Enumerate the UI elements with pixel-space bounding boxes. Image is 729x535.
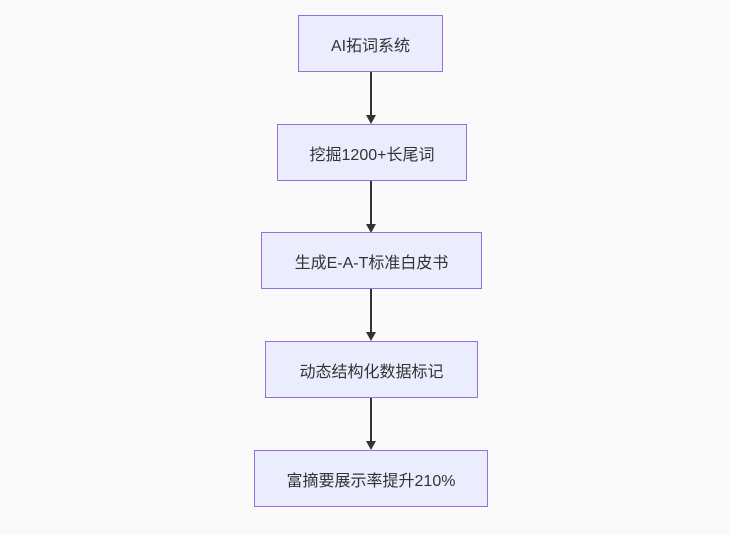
arrow-down-icon — [366, 224, 376, 233]
flow-node-label: AI拓词系统 — [330, 37, 411, 55]
flow-node-label: 挖掘1200+长尾词 — [309, 146, 435, 164]
flow-edge-3 — [370, 289, 372, 332]
flow-node-label: 富摘要展示率提升210% — [286, 472, 456, 490]
flow-edge-4 — [370, 398, 372, 441]
flow-edge-2 — [370, 181, 372, 224]
arrow-down-icon — [366, 115, 376, 124]
flow-node-ai-keyword-system: AI拓词系统 — [298, 15, 443, 72]
arrow-down-icon — [366, 441, 376, 450]
arrow-down-icon — [366, 332, 376, 341]
flow-node-structured-data-markup: 动态结构化数据标记 — [265, 341, 478, 398]
flow-node-eat-whitepaper: 生成E-A-T标准白皮书 — [261, 232, 482, 289]
flow-node-label: 动态结构化数据标记 — [299, 363, 444, 381]
flow-node-label: 生成E-A-T标准白皮书 — [294, 254, 449, 272]
flow-node-rich-snippet-result: 富摘要展示率提升210% — [254, 450, 488, 507]
flow-node-longtail-mining: 挖掘1200+长尾词 — [277, 124, 467, 181]
flow-edge-1 — [370, 72, 372, 115]
